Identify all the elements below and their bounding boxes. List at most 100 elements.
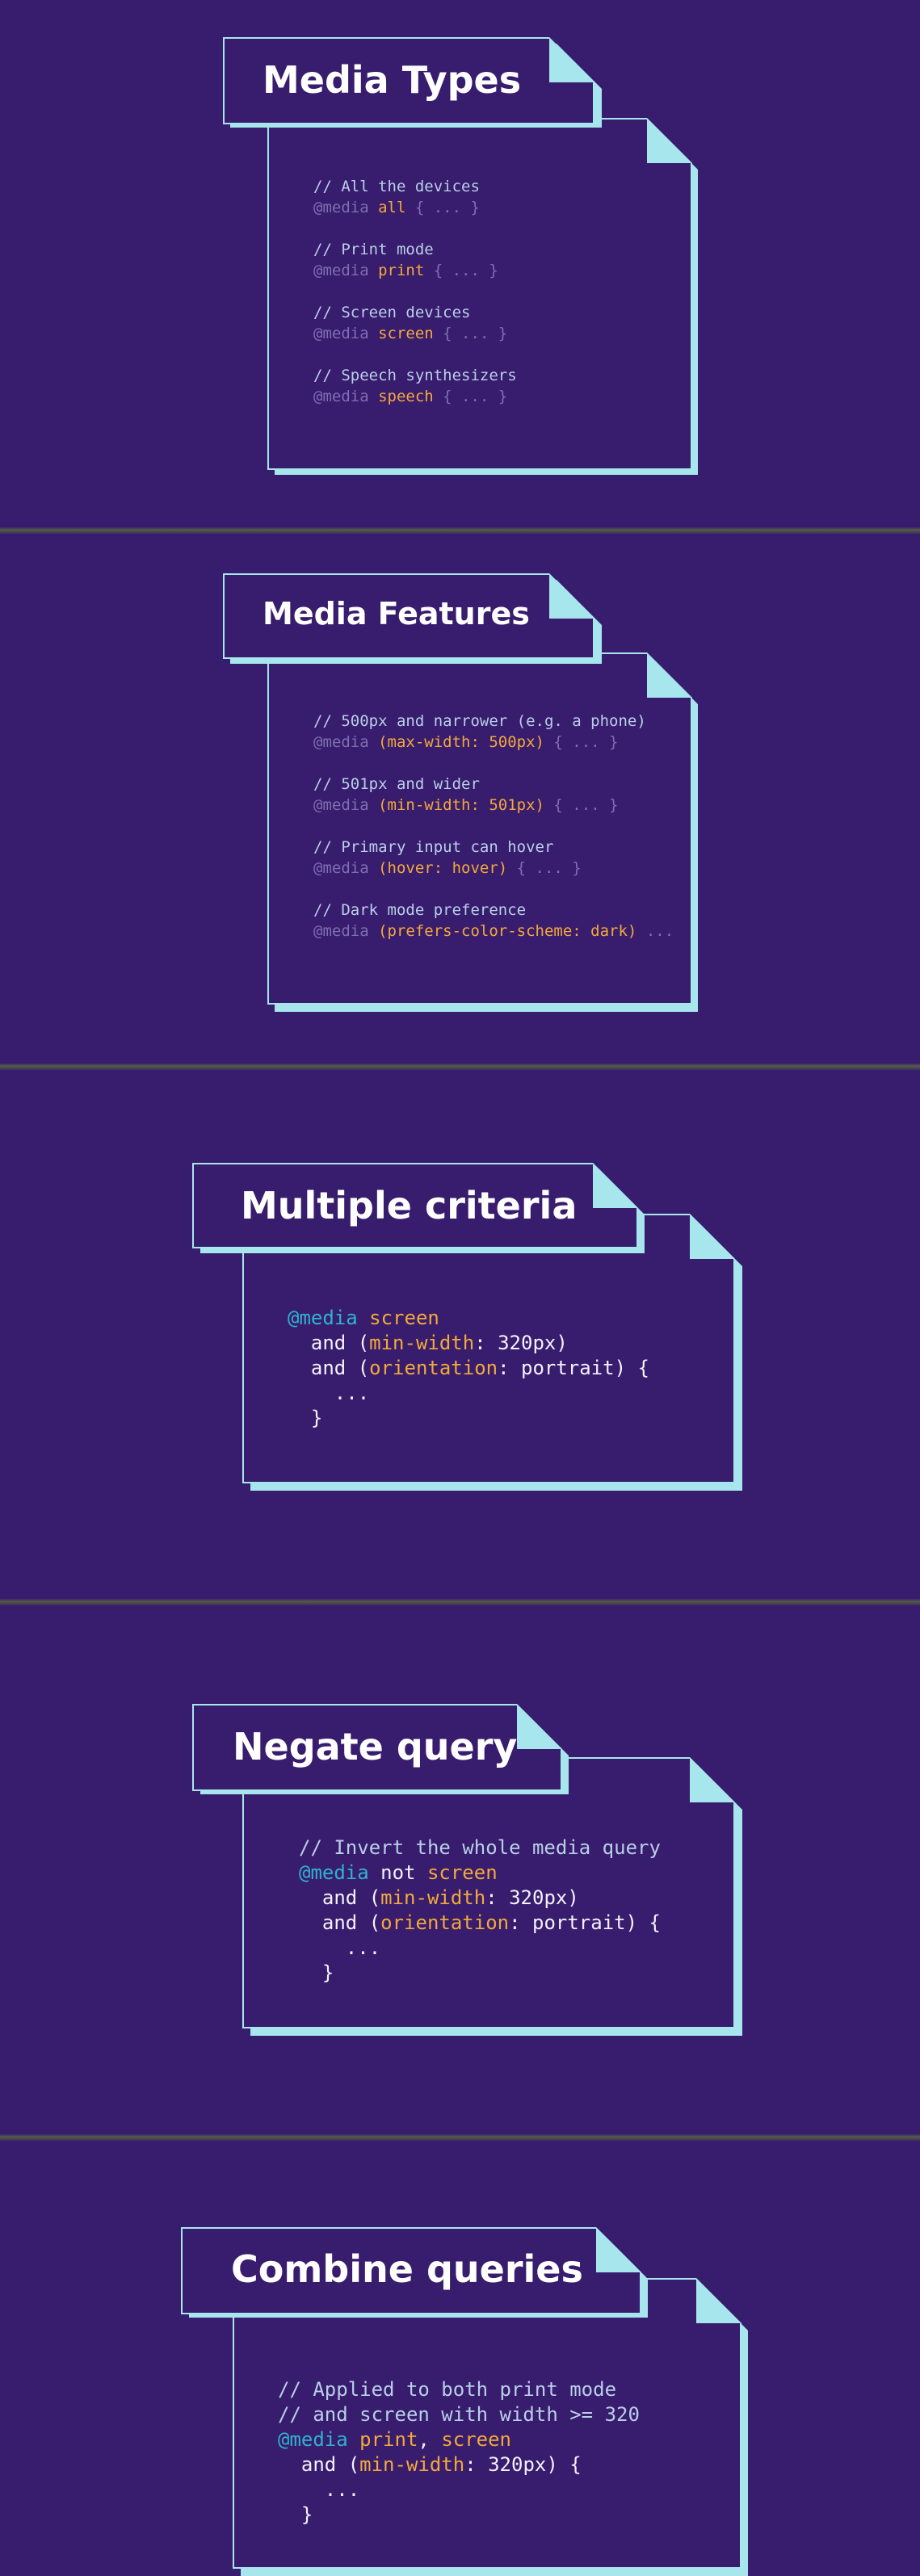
code-line: @media all { ... } [313, 197, 517, 218]
code-token: // All the devices [313, 178, 480, 195]
code-line: and (min-width: 320px) [288, 1331, 649, 1356]
title-tab [192, 1163, 638, 1248]
code-line: @media speech { ... } [313, 386, 517, 407]
code-token: : 320px) [474, 1332, 568, 1354]
code-token: { ... } [433, 388, 508, 405]
code-block: @media screen and (min-width: 320px) and… [288, 1306, 649, 1431]
page-fold-icon [696, 2278, 741, 2323]
code-card [242, 1214, 735, 1483]
code-token: { ... } [544, 796, 619, 814]
code-block: // All the devices @media all { ... } // P… [313, 176, 517, 407]
code-token: min-width [369, 1332, 475, 1354]
section-title: Media Features [263, 596, 530, 631]
code-token: { ... } [544, 733, 619, 751]
code-line: ... [299, 1936, 661, 1961]
tab-fold-icon [596, 2227, 641, 2272]
code-card [267, 652, 692, 1005]
code-line: ... [288, 1381, 649, 1406]
code-token: // Speech synthesizers [313, 367, 517, 384]
code-line: // Applied to both print mode [278, 2377, 640, 2402]
code-token: // Primary input can hover [313, 838, 554, 856]
code-line: @media print { ... } [313, 260, 517, 281]
code-token: (hover: hover) [378, 859, 508, 877]
code-line: ... [278, 2477, 640, 2503]
code-card [242, 1757, 735, 2028]
code-line: } [288, 1406, 649, 1431]
section-title: Combine queries [231, 2247, 583, 2291]
code-token: (prefers-color-scheme: dark) [378, 922, 637, 940]
code-token: // Dark mode preference [313, 901, 527, 919]
code-token: } [288, 1407, 323, 1429]
code-block: // 500px and narrower (e.g. a phone) @med… [313, 711, 674, 942]
blank-line [313, 879, 674, 900]
code-token: screen [441, 2428, 512, 2451]
code-token: speech [378, 388, 434, 405]
code-line: // All the devices [313, 176, 517, 197]
code-token: and ( [299, 1911, 381, 1934]
code-line: } [278, 2503, 640, 2528]
section-title: Media Types [263, 58, 522, 102]
tab-fold-icon [517, 1704, 562, 1749]
code-line: // Screen devices [313, 302, 517, 323]
code-block: // Applied to both print mode// and scre… [278, 2377, 640, 2528]
code-block: // Invert the whole media query@media no… [299, 1836, 661, 1986]
code-token: @media [313, 325, 379, 342]
tab-fold-icon [593, 1163, 638, 1208]
code-line: @media (prefers-color-scheme: dark) ... [313, 921, 674, 942]
code-line: and (min-width: 320px) [299, 1886, 661, 1911]
page-fold-icon [690, 1214, 735, 1259]
code-token: all [378, 199, 406, 216]
code-token: // Invert the whole media query [299, 1836, 661, 1859]
code-token: (min-width: 501px) [378, 796, 544, 814]
code-token: // 500px and narrower (e.g. a phone) [313, 712, 646, 730]
code-line: } [299, 1961, 661, 1986]
code-line: @media print, screen [278, 2427, 640, 2452]
blank-line [313, 753, 674, 774]
code-line: and (orientation: portrait) { [299, 1911, 661, 1936]
code-token: { ... } [433, 325, 508, 342]
code-token: and ( [288, 1357, 370, 1379]
code-token: (max-width: 500px) [378, 733, 544, 751]
section-title: Multiple criteria [241, 1184, 578, 1227]
code-token: orientation [380, 1911, 510, 1934]
blank-line [313, 816, 674, 837]
code-token: and ( [278, 2453, 360, 2476]
title-tab [192, 1704, 562, 1791]
code-token: @media [313, 922, 379, 940]
code-token: min-width [380, 1886, 486, 1909]
code-token: @media [299, 1861, 369, 1884]
code-token: // and screen with width >= 320 [278, 2403, 640, 2426]
code-token: ... [636, 922, 674, 940]
page-fold-icon [647, 118, 692, 163]
code-token: { ... } [507, 859, 582, 877]
code-line: // Primary input can hover [313, 837, 674, 858]
code-line: // Invert the whole media query [299, 1836, 661, 1861]
code-token: // Print mode [313, 241, 434, 258]
code-token: @media [313, 859, 379, 877]
section-divider [0, 1599, 920, 1605]
code-card [267, 118, 692, 470]
code-line: // Print mode [313, 239, 517, 260]
code-token: // Screen devices [313, 304, 471, 321]
code-token: @media [288, 1307, 370, 1329]
code-token: @media [313, 733, 379, 751]
title-tab [223, 37, 594, 124]
code-token: screen [426, 1861, 498, 1884]
code-token: print [378, 262, 425, 279]
code-token: @media [313, 388, 379, 405]
page-fold-icon [647, 652, 692, 698]
code-line: @media (min-width: 501px) { ... } [313, 795, 674, 816]
code-token: and ( [288, 1332, 370, 1354]
page-fold-icon [690, 1757, 735, 1802]
code-line: @media screen { ... } [313, 323, 517, 344]
code-line: @media (max-width: 500px) { ... } [313, 732, 674, 753]
code-token: screen [369, 1307, 439, 1329]
code-token: ... [278, 2478, 360, 2501]
code-line: // 500px and narrower (e.g. a phone) [313, 711, 674, 732]
code-line: and (orientation: portrait) { [288, 1356, 649, 1381]
code-token: @media [278, 2428, 360, 2451]
code-token: } [278, 2503, 313, 2526]
code-line: @media (hover: hover) { ... } [313, 858, 674, 879]
code-line: // Dark mode preference [313, 900, 674, 921]
code-token: @media [313, 796, 379, 814]
